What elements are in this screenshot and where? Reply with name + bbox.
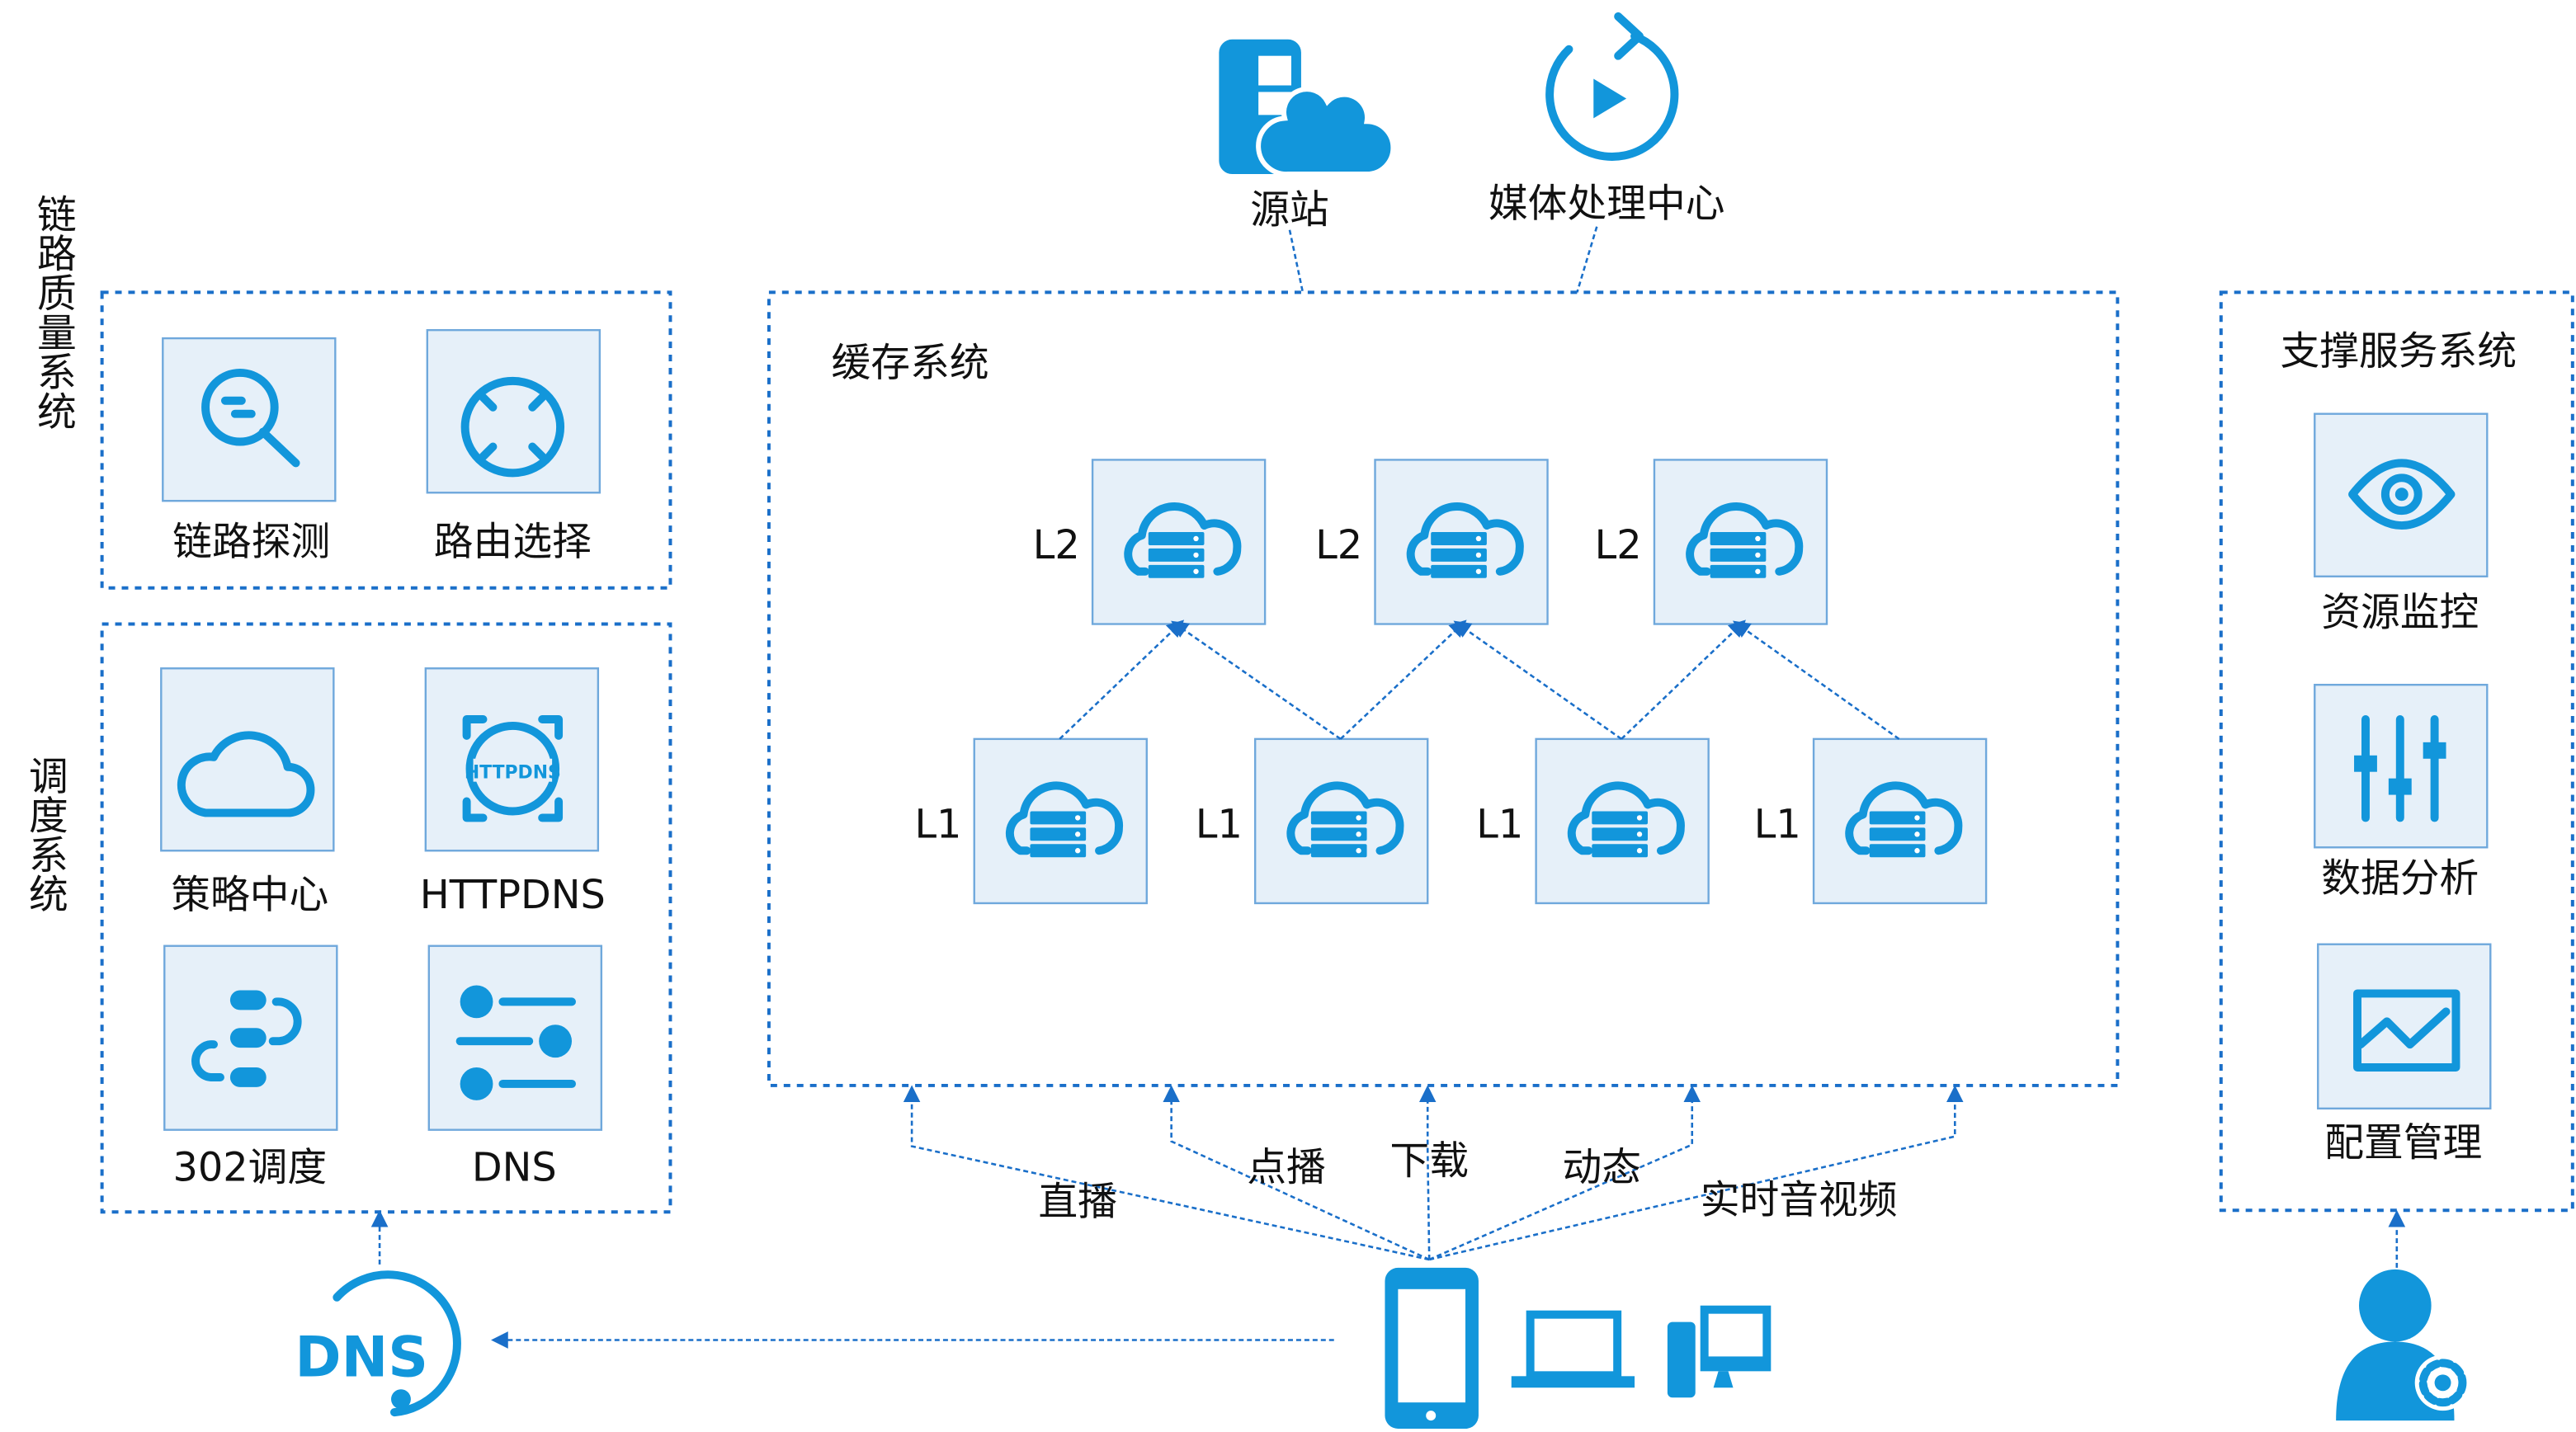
cache-node-l1[interactable]: L1 <box>1196 737 1429 905</box>
cloud-server-icon <box>1567 781 1685 858</box>
svg-text:HTTPDNS: HTTPDNS <box>465 763 561 784</box>
desktop-pc-icon <box>1667 1305 1772 1398</box>
tile-route-select[interactable]: 路由选择 <box>426 328 602 565</box>
cache-node-l1[interactable]: L1 <box>1754 737 1988 905</box>
svg-text:DNS: DNS <box>295 1324 428 1389</box>
node-level-label: L2 <box>1315 523 1362 568</box>
l1-to-l2-link <box>1453 620 1622 740</box>
tile-link-probe[interactable]: 链路探测 <box>162 337 337 565</box>
l1-to-l2-link <box>1171 620 1342 740</box>
link-search-icon <box>201 368 300 468</box>
scheduling-title: 调度系统 <box>21 756 67 913</box>
dns-list-icon <box>455 985 576 1100</box>
tile-label: 302调度 <box>172 1145 327 1190</box>
traffic-arrow <box>903 1085 1430 1261</box>
dns-logo: DNS <box>295 1270 461 1417</box>
tile-label: 策略中心 <box>171 873 328 918</box>
node-level-label: L1 <box>1754 802 1801 847</box>
origin-server-icon <box>1219 39 1396 177</box>
node-level-label: L1 <box>914 802 961 847</box>
traffic-type-label: 直播 <box>1038 1180 1117 1225</box>
cloud-server-icon <box>1686 502 1804 578</box>
tile-httpdns[interactable]: HTTPDNS HTTPDNS <box>420 667 606 918</box>
traffic-type-label: 点播 <box>1247 1145 1326 1190</box>
tile-policy-center[interactable]: 策略中心 <box>160 667 335 918</box>
origin-connector <box>1288 229 1305 293</box>
tile-label: 路由选择 <box>434 520 592 565</box>
tile-label: 链路探测 <box>172 520 330 565</box>
redirect-icon <box>191 990 302 1087</box>
tile-resource-monitor[interactable]: 资源监控 <box>2314 412 2489 636</box>
cloud-sync-icon <box>177 731 315 817</box>
cloud-server-icon <box>1286 781 1404 858</box>
tile-label: 配置管理 <box>2324 1121 2482 1166</box>
httpdns-globe-icon: HTTPDNS <box>462 715 564 822</box>
origin-label: 源站 <box>1250 188 1329 233</box>
tile-label: DNS <box>472 1145 557 1190</box>
node-level-label: L2 <box>1595 523 1642 568</box>
media-processing-icon <box>1545 12 1679 161</box>
traffic-type-label: 下载 <box>1389 1138 1469 1184</box>
link-quality-box <box>100 290 672 590</box>
eye-icon <box>2348 459 2456 530</box>
tile-data-analysis[interactable]: 数据分析 <box>2314 683 2489 902</box>
sliders-icon <box>2354 715 2446 822</box>
l1-to-l2-link <box>1339 619 1467 740</box>
tile-config-management[interactable]: 配置管理 <box>2317 943 2492 1166</box>
cache-node-l2[interactable]: L2 <box>1595 459 1828 625</box>
tile-dns[interactable]: DNS <box>427 944 603 1191</box>
tile-label: 资源监控 <box>2321 591 2479 636</box>
support-system-title: 支撑服务系统 <box>2280 329 2517 374</box>
tile-label: 数据分析 <box>2321 856 2479 902</box>
traffic-arrow <box>1418 1085 1437 1260</box>
cache-node-l1[interactable]: L1 <box>914 737 1148 905</box>
cloud-server-icon <box>1124 502 1242 578</box>
node-level-label: L1 <box>1476 802 1523 847</box>
traffic-type-label: 动态 <box>1562 1145 1641 1190</box>
node-level-label: L1 <box>1196 802 1243 847</box>
l1-to-l2-link <box>1621 619 1746 740</box>
l1-to-l2-link <box>1733 620 1900 740</box>
chart-config-icon <box>2353 989 2460 1072</box>
traffic-type-label: 实时音视频 <box>1701 1178 1898 1223</box>
cache-node-l1[interactable]: L1 <box>1476 737 1710 905</box>
mobile-phone-icon <box>1385 1267 1479 1430</box>
traffic-arrow <box>1428 1085 1701 1261</box>
cache-node-l2[interactable]: L2 <box>1315 459 1549 625</box>
traffic-arrow <box>1163 1085 1430 1261</box>
node-level-label: L2 <box>1033 523 1080 568</box>
cache-node-l2[interactable]: L2 <box>1033 459 1267 625</box>
media-connector <box>1576 226 1598 293</box>
cache-system-title: 缓存系统 <box>832 341 989 386</box>
cache-system-box <box>767 290 2120 1087</box>
laptop-icon <box>1511 1310 1635 1388</box>
l1-to-l2-link <box>1059 619 1185 740</box>
tile-302-redirect[interactable]: 302调度 <box>163 944 338 1191</box>
link-quality-title: 链路质量系统 <box>30 194 75 431</box>
cloud-server-icon <box>1005 781 1124 858</box>
media-center-label: 媒体处理中心 <box>1489 181 1725 227</box>
cloud-server-icon <box>1845 781 1963 858</box>
route-arrows-icon <box>460 376 565 478</box>
tile-label: HTTPDNS <box>420 873 606 918</box>
cloud-server-icon <box>1406 502 1524 578</box>
traffic-arrow <box>1428 1085 1964 1261</box>
admin-user-icon <box>2336 1269 2471 1421</box>
